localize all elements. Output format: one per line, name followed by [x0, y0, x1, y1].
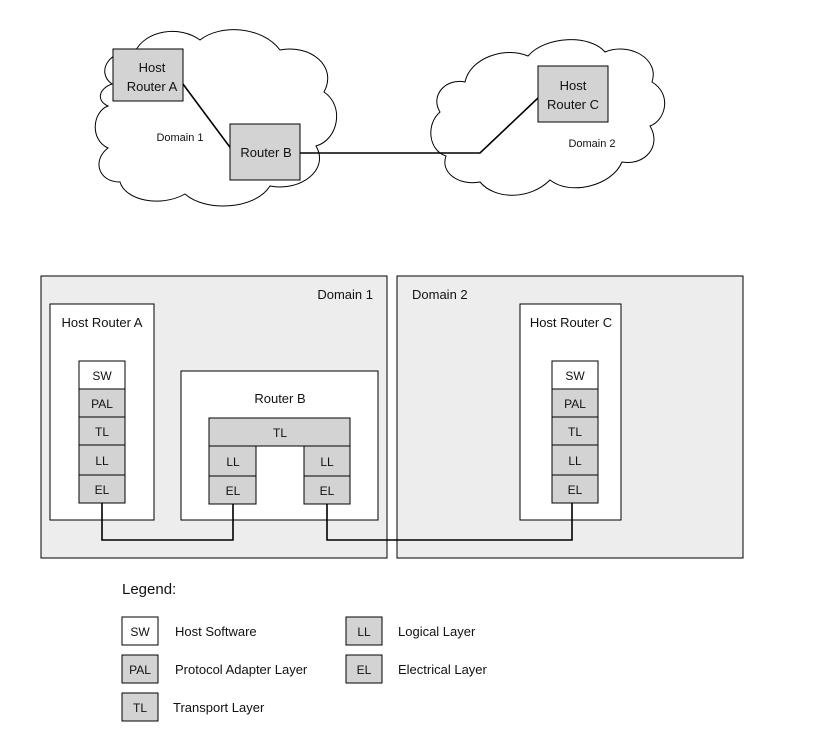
top-host-router-c: Host Router C: [537, 65, 609, 123]
top-host-router-c-line2: Router C: [547, 97, 599, 112]
host-router-a-layer-pal: PAL: [91, 397, 113, 411]
top-router-b-label: Router B: [240, 145, 291, 160]
router-b-node: Router B TL LL EL LL EL: [180, 370, 379, 521]
legend-code-tl: TL: [133, 701, 147, 715]
host-router-a-layer-sw: SW: [92, 369, 112, 383]
link-a-b: [179, 79, 233, 151]
router-b-layer-tl: TL: [273, 426, 287, 440]
host-router-a-layer-ll: LL: [95, 454, 109, 468]
legend-item-sw: SW Host Software: [121, 616, 257, 646]
legend-label-pal: Protocol Adapter Layer: [175, 662, 308, 677]
host-router-a-title: Host Router A: [62, 315, 143, 330]
legend-item-el: EL Electrical Layer: [345, 654, 488, 684]
router-b-left-ll: LL: [226, 455, 240, 469]
host-router-a-stack: SW PAL TL LL EL: [78, 360, 126, 504]
router-b-right-ll: LL: [320, 455, 334, 469]
wire-a-el-to-b-el: [101, 503, 234, 541]
legend-label-el: Electrical Layer: [398, 662, 488, 677]
legend-code-pal: PAL: [129, 663, 151, 677]
top-host-router-c-line1: Host: [560, 78, 587, 93]
legend-code-ll: LL: [357, 625, 371, 639]
domain1-panel-label: Domain 1: [317, 287, 373, 302]
top-host-router-a-line2: Router A: [127, 79, 178, 94]
host-router-a-layer-tl: TL: [95, 425, 109, 439]
legend-label-sw: Host Software: [175, 624, 257, 639]
top-host-router-a-line1: Host: [139, 60, 166, 75]
host-router-c-layer-pal: PAL: [564, 397, 586, 411]
host-router-c-title: Host Router C: [530, 315, 612, 330]
top-domain1-label: Domain 1: [156, 132, 203, 144]
legend-title: Legend:: [122, 581, 176, 598]
host-router-c-stack: SW PAL TL LL EL: [551, 360, 599, 504]
host-router-c-layer-el: EL: [568, 483, 583, 497]
host-router-c-node: Host Router C SW PAL TL LL EL: [519, 303, 622, 521]
legend-item-pal: PAL Protocol Adapter Layer: [121, 654, 308, 684]
legend-item-tl: TL Transport Layer: [121, 692, 265, 722]
legend-label-ll: Logical Layer: [398, 624, 476, 639]
legend-code-el: EL: [357, 663, 372, 677]
top-host-router-a: Host Router A: [112, 48, 184, 102]
host-router-c-layer-ll: LL: [568, 454, 582, 468]
router-b-left-el: EL: [226, 484, 241, 498]
domain2-panel-label: Domain 2: [412, 287, 468, 302]
router-b-right-el: EL: [320, 484, 335, 498]
legend-code-sw: SW: [130, 625, 150, 639]
legend-item-ll: LL Logical Layer: [345, 616, 476, 646]
top-router-b: Router B: [229, 123, 301, 181]
router-b-title: Router B: [254, 391, 305, 406]
host-router-a-layer-el: EL: [95, 483, 110, 497]
top-domain2-label: Domain 2: [568, 138, 615, 150]
legend-label-tl: Transport Layer: [173, 700, 265, 715]
host-router-c-layer-sw: SW: [565, 369, 585, 383]
router-b-stack: TL LL EL LL EL: [208, 417, 351, 505]
link-b-c: [300, 97, 539, 154]
host-router-c-layer-tl: TL: [568, 425, 582, 439]
host-router-a-node: Host Router A SW PAL TL LL EL: [49, 303, 155, 521]
wire-b-el-to-c-el: [326, 503, 573, 541]
